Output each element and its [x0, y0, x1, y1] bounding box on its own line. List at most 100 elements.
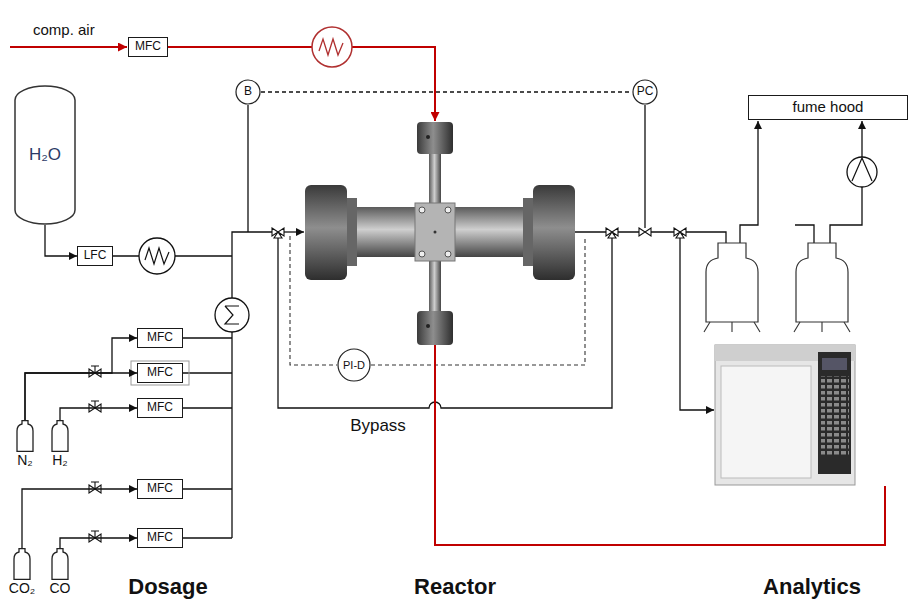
cylinder-shape: [17, 421, 33, 452]
reactor-inlet-pipe: [284, 231, 304, 232]
three-way-valve: [606, 228, 618, 238]
heat-exchanger-mark: [225, 306, 239, 324]
pipe-connector: [22, 489, 137, 548]
section-heading: Analytics: [763, 574, 861, 599]
reactor-bolt: [419, 251, 425, 257]
pressure-indicator: PI-D: [337, 348, 371, 382]
section-heading: Reactor: [414, 574, 496, 599]
inlet-label: comp. air: [33, 21, 95, 38]
mfc-box: MFC: [137, 328, 183, 348]
pipe-connector: [261, 91, 632, 92]
valve-symbol: [89, 401, 101, 412]
mfc-box: MFC: [137, 363, 183, 383]
node-label: H₂O: [29, 145, 61, 165]
three-way-valve: [674, 228, 686, 238]
reactor-hole: [426, 135, 430, 139]
process-pipe: [113, 105, 862, 538]
air-pipe: [10, 46, 127, 48]
node-label: H₂: [52, 452, 68, 468]
instrument-circle: [338, 349, 370, 381]
instrument-circle: [236, 80, 260, 104]
node-label: LFC: [84, 249, 107, 263]
exhaust-pipe: [740, 121, 758, 250]
reactor-bolt: [445, 207, 451, 213]
valve-symbol: [89, 366, 101, 377]
pipe-connector: [60, 408, 137, 420]
pipe-connector: [25, 373, 137, 420]
gas-cylinder: CO₂: [8, 548, 37, 597]
reactor-bottom-nut: [417, 311, 453, 345]
cylinder-shape: [52, 549, 68, 580]
reactor-bolt: [445, 251, 451, 257]
node-label: MFC: [147, 531, 173, 545]
water-tank: H₂O: [14, 85, 76, 225]
reactor-hole: [426, 324, 430, 328]
mfc-box: MFC: [137, 528, 183, 548]
bypass-label: Bypass: [350, 416, 406, 436]
air-pipe: [168, 47, 435, 121]
cylinder-outline: [48, 420, 72, 452]
heater-zigzag: [319, 39, 343, 55]
node-label: MFC: [147, 482, 173, 496]
air-heater-symbol: [312, 27, 352, 67]
node-label: MFC: [147, 366, 173, 380]
evaporator-symbol: [139, 238, 175, 274]
instrument-circle: [633, 80, 657, 104]
reactor-center: [434, 231, 437, 234]
reactor-cross-block: [415, 203, 455, 261]
gas-cylinder: CO: [48, 548, 72, 597]
tank-shape: [15, 86, 75, 224]
valve-symbol: [89, 482, 101, 493]
bottle-stand: [794, 322, 850, 332]
node-label: MFC: [147, 401, 173, 415]
pipe-connector: [45, 225, 77, 256]
instrument-outline: [337, 348, 371, 382]
cylinder-outline: [13, 420, 37, 452]
gc-keypad: [821, 376, 849, 456]
heat-exchanger-symbol: [215, 298, 249, 332]
node-label: PC: [637, 85, 654, 99]
cylinder-outline: [48, 548, 72, 580]
gc-panel: [818, 352, 851, 474]
gc-door: [721, 366, 811, 478]
wash-bottle: [706, 243, 758, 322]
section-heading: Dosage: [128, 574, 207, 599]
reactor-stem: [429, 259, 441, 313]
three-way-valve: [272, 228, 284, 238]
wash-bottle: [796, 243, 848, 322]
pressure-controller: PC: [632, 79, 658, 105]
reactor-nut: [305, 185, 347, 280]
mfc-box: MFC: [128, 37, 168, 57]
gc-housing: [715, 345, 855, 485]
reactor-nut: [533, 185, 575, 280]
node-label: CO: [50, 580, 71, 596]
tank-outline: [14, 85, 76, 225]
mfc-box: MFC: [137, 398, 183, 418]
lfc-box: LFC: [77, 246, 113, 266]
reactor-nut-collar: [347, 198, 357, 266]
pressure-sensor: B: [235, 79, 261, 105]
pipe-connector: [60, 538, 137, 548]
heater-zigzag: [145, 248, 169, 264]
pump-mark: [852, 158, 872, 181]
instrument-outline: [235, 79, 261, 105]
instrument-outline: [632, 79, 658, 105]
gc-display: [822, 358, 847, 370]
node-label: MFC: [135, 40, 161, 54]
reactor-nut-collar: [523, 198, 533, 266]
node-label: MFC: [147, 331, 173, 345]
gas-cylinder: N₂: [13, 420, 37, 469]
bottle-stand: [704, 322, 760, 332]
mfc-box: MFC: [137, 479, 183, 499]
cylinder-shape: [14, 549, 30, 580]
node-label: B: [244, 85, 252, 99]
node-label: PI-D: [343, 359, 365, 372]
exhaust-pipe: [861, 121, 862, 157]
node-label: N₂: [17, 452, 33, 468]
air-pipe: [435, 345, 885, 545]
gas-cylinder: H₂: [48, 420, 72, 469]
reactor-stem: [429, 150, 441, 205]
cylinder-outline: [10, 548, 34, 580]
